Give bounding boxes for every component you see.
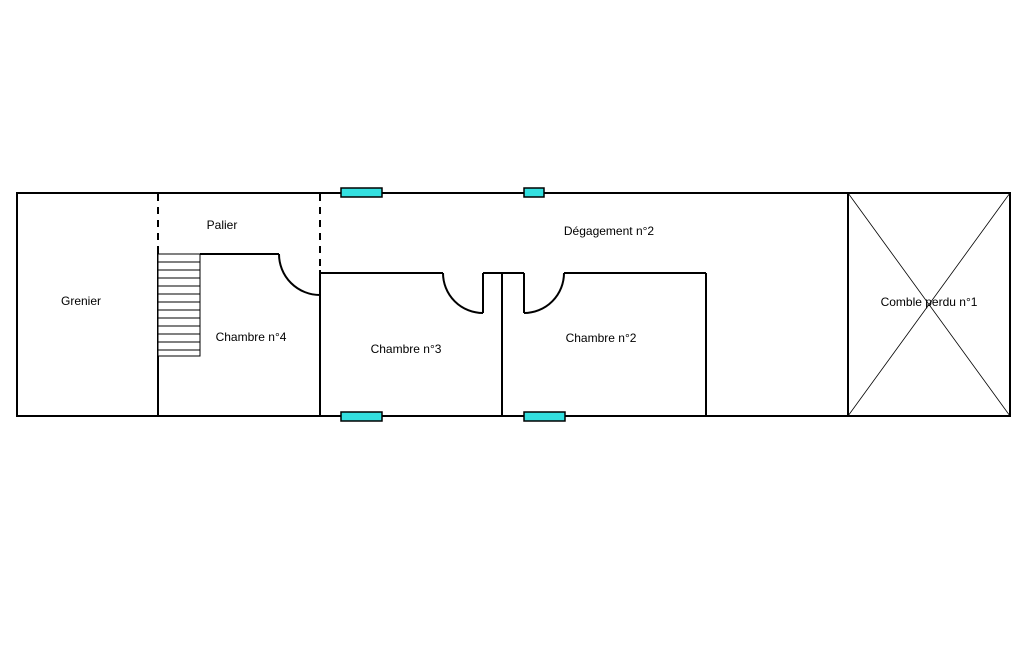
label-degagement2: Dégagement n°2	[564, 224, 655, 238]
label-chambre2: Chambre n°2	[566, 331, 637, 345]
door-chambre4	[278, 253, 321, 296]
label-comble1: Comble perdu n°1	[881, 295, 978, 309]
window-bottom-2	[523, 411, 566, 422]
label-palier: Palier	[207, 218, 238, 232]
staircase	[157, 253, 201, 357]
window-top-1	[340, 187, 383, 198]
outer-wall	[16, 192, 1011, 417]
label-chambre4: Chambre n°4	[216, 330, 287, 344]
label-grenier: Grenier	[61, 294, 101, 308]
label-chambre3: Chambre n°3	[371, 342, 442, 356]
door-chambre2	[523, 272, 565, 314]
door-chambre3	[442, 272, 484, 314]
comble-cross-b	[847, 192, 1011, 417]
window-top-2	[523, 187, 545, 198]
window-bottom-1	[340, 411, 383, 422]
wall-chambre3-chambre2	[483, 272, 503, 416]
